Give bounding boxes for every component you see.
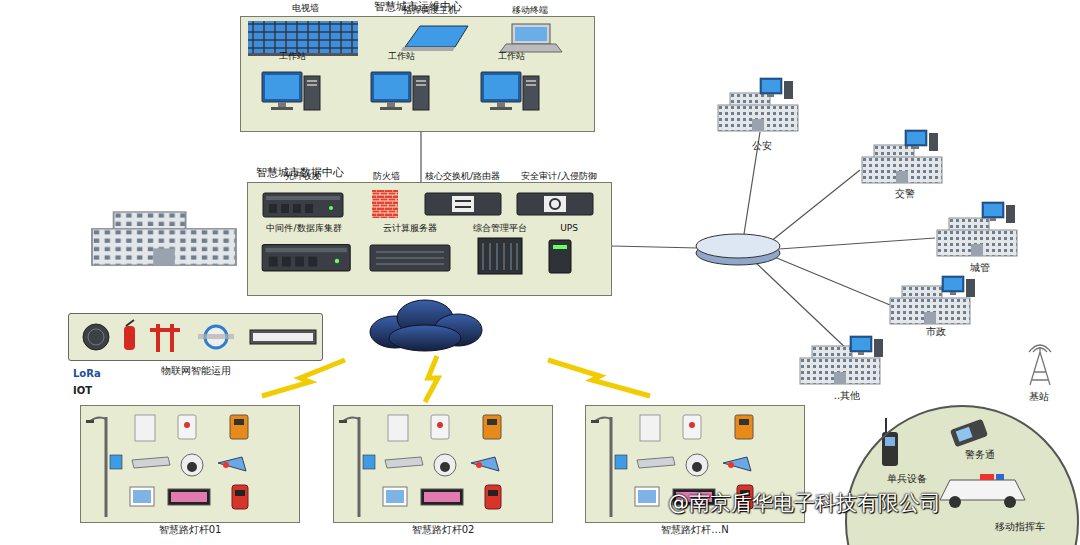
traffic-police: 交警 (853, 128, 957, 200)
cloud-server: 云计算服务器 (360, 240, 460, 293)
node-label: 中间件/数据库集群 (248, 223, 360, 293)
node-label: UPS (539, 223, 599, 293)
workstation: 工作站 (469, 68, 553, 128)
node-label: 工作站 (469, 51, 553, 128)
node-label: 市政 (882, 326, 990, 338)
iot-panel: 物联网智能运用 (68, 313, 323, 361)
panel-title: 智慧路灯杆…N (586, 524, 804, 536)
connector (420, 132, 421, 182)
municipal: 市政 (882, 274, 990, 338)
protocol-label: IOT (73, 385, 92, 396)
db-cluster: 中间件/数据库集群 (248, 240, 360, 293)
other-dept: ..其他 (793, 334, 901, 402)
workstation: 工作站 (250, 68, 334, 128)
node-label: ..其他 (793, 390, 901, 402)
ops-center-panel: 智慧城市运维中心电视墙指挥调度主机移动终端工作站工作站工作站 (240, 16, 595, 132)
panel-title: 物联网智能运用 (69, 365, 322, 377)
smart-pole-panel: 智慧路灯杆02 (333, 405, 553, 523)
node-label: 公安 (710, 140, 814, 152)
city-management: 城管 (928, 200, 1032, 274)
node-label: 警务通 (965, 449, 995, 461)
protocol-label: LoRa (73, 368, 101, 379)
smart-pole-panel: 智慧路灯杆01 (80, 405, 300, 523)
node-label: 城管 (928, 262, 1032, 274)
node-label: 云计算服务器 (360, 223, 460, 293)
mobile-area: 单兵设备 警务通移动指挥车 (845, 405, 1079, 545)
panel-title: 智慧路灯杆01 (81, 524, 299, 536)
tower-label: 基站 (1029, 390, 1049, 404)
management-platform: 综合管理平台 (459, 240, 541, 293)
node-label: 移动指挥车 (995, 521, 1045, 533)
node-label: 单兵设备 (887, 473, 927, 485)
node-label: 工作站 (359, 51, 443, 128)
watermark: @南京盾华电子科技有限公司 (668, 489, 941, 517)
data-center-panel: 智慧城市数据中心光纤收发防火墙核心交换机/路由器安全审计/入侵防御中间件/数据库… (247, 182, 612, 296)
workstation: 工作站 (359, 68, 443, 128)
panel-title: 智慧路灯杆02 (334, 524, 552, 536)
node-label: 综合管理平台 (459, 223, 541, 293)
ups: UPS (539, 240, 599, 293)
node-label: 交警 (853, 188, 957, 200)
node-label: 工作站 (250, 51, 334, 128)
police-bureau: 公安 (710, 76, 814, 152)
